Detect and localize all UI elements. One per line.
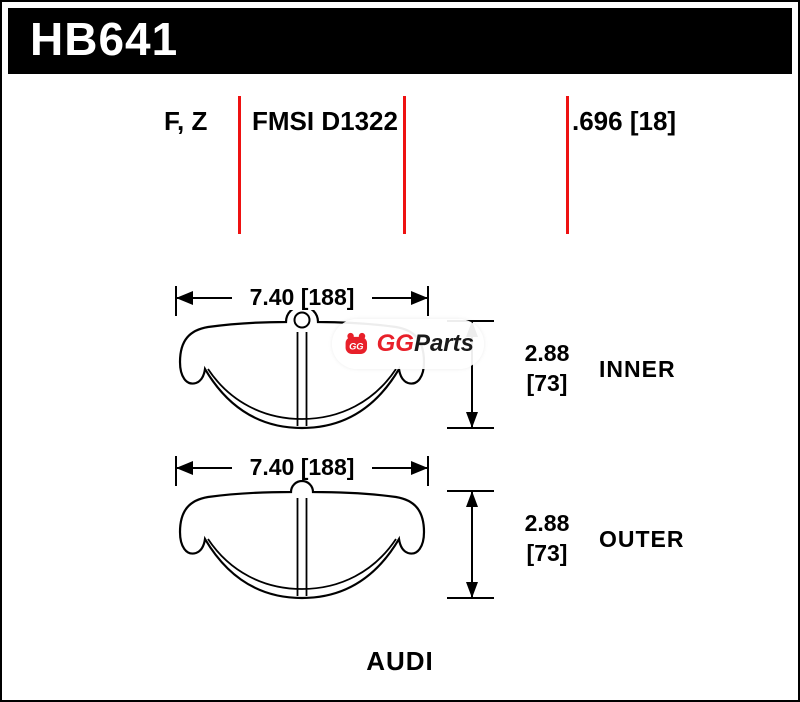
height-dimension-text: 2.88 [73] (507, 338, 587, 398)
ggparts-brand-text: GGParts (377, 330, 474, 358)
part-number: HB641 (30, 13, 179, 65)
pad-side-label: OUTER (599, 526, 685, 552)
width-dimension-text: 7.40 [188] (232, 454, 372, 480)
brand-gg: GG (376, 330, 414, 357)
pad-side-label: INNER (599, 356, 676, 382)
vehicle-make: AUDI (366, 646, 434, 676)
arrowhead-down-icon (466, 582, 478, 598)
pad-outline (178, 479, 426, 600)
outer-pad-drawing (175, 456, 494, 600)
height-mm: [73] (526, 370, 568, 396)
sensor-hole (293, 311, 311, 329)
header-banner: HB641 (8, 8, 792, 74)
height-dimension-text: 2.88 [73] (507, 508, 587, 568)
arrowhead-left-icon (176, 291, 193, 305)
ggparts-logo-icon: GG (345, 332, 368, 355)
arrowhead-right-icon (411, 291, 428, 305)
pad-chamfer-line (207, 538, 397, 590)
outer-pad-figure: 7.40 [188] 2.88 [73] OUTER (162, 450, 722, 620)
fmsi-number: FMSI D1322 (252, 106, 398, 136)
arrowhead-down-icon (466, 412, 478, 428)
compound-codes: F, Z (164, 106, 208, 136)
height-inches: 2.88 (524, 340, 570, 366)
red-divider-line (566, 96, 569, 234)
arrowhead-up-icon (466, 491, 478, 507)
brand-parts: Parts (413, 330, 474, 357)
pad-outline (178, 304, 426, 430)
height-inches: 2.88 (524, 510, 570, 536)
height-mm: [73] (526, 540, 568, 566)
width-dimension-text: 7.40 [188] (232, 284, 372, 310)
arrowhead-left-icon (176, 461, 193, 475)
logo-letters: GG (349, 342, 363, 352)
pad-thickness: .696 [18] (572, 106, 677, 136)
ggparts-watermark: GG GGParts (332, 319, 484, 369)
pad-chamfer-line (207, 368, 397, 420)
red-divider-line (238, 96, 241, 234)
arrowhead-right-icon (411, 461, 428, 475)
red-divider-line (403, 96, 406, 234)
